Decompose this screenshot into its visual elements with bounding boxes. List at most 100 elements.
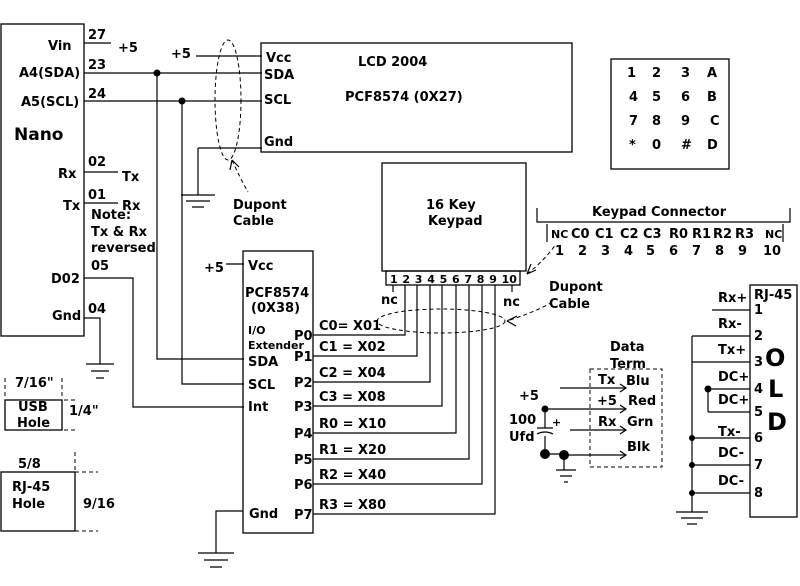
extender-pin-vcc: Vcc: [248, 259, 273, 274]
extender-port-p3: P3: [294, 400, 313, 415]
keypad-connector-signal: NC: [765, 228, 782, 241]
rj45-pin-signal: DC+: [718, 393, 749, 408]
nano-pin-rx-label: Rx: [58, 167, 77, 182]
keypad-pin-8: 8: [477, 273, 485, 286]
lcd-chip-label: PCF8574 (0X27): [345, 90, 463, 105]
rj45-hole-width: 5/8: [18, 457, 41, 472]
rj45-node-8: [689, 490, 695, 496]
keypad-key: 6: [681, 90, 690, 105]
rj45-pin-signal: Tx-: [718, 425, 741, 440]
dupont-top-line1: Dupont: [233, 198, 287, 213]
data-term-plus5: +5: [519, 389, 539, 404]
keypad-pin-1: 1: [390, 273, 398, 286]
i2c-wiring: +5: [84, 47, 262, 408]
keypad-key: 3: [681, 66, 690, 81]
rj45-hole-height: 9/16: [83, 497, 115, 512]
rj45-hole-dimension: [74, 452, 98, 532]
nano-pin-d02-label: D02: [51, 272, 80, 287]
nano-pin-24-num: 24: [88, 87, 106, 102]
extender-title-line1: PCF8574: [245, 286, 309, 301]
extender-gnd-wire: [215, 510, 243, 553]
dupont-top-leader: [231, 159, 249, 193]
rj45-pins: 1Rx+2Rx-3Tx+4DC+5DC+6Tx-7DC-8DC-: [692, 291, 763, 501]
keypad-key: 5: [652, 90, 661, 105]
extender-signal: C1 = X02: [319, 340, 386, 355]
rj45-pin-number: 7: [754, 458, 763, 473]
data-term-color-grn: Grn: [627, 415, 653, 430]
extender-pin-sda: SDA: [248, 355, 278, 370]
nano-pin-01-num: 01: [88, 188, 106, 203]
nano-pin-gnd-label: Gnd: [52, 309, 81, 324]
nano-gnd-wire: [84, 317, 101, 364]
extender-signal: R0 = X10: [319, 417, 386, 432]
rj45-pin-signal: Tx+: [718, 343, 746, 358]
extender-port-wire: [313, 285, 457, 434]
keypad-connector-number: 3: [601, 244, 610, 259]
nano-pin-vin-label: Vin: [48, 39, 72, 54]
rj45-pin-number: 8: [754, 486, 763, 501]
keypad-key: *: [629, 138, 636, 153]
nano-pin-02-num: 02: [88, 155, 106, 170]
nano-note-line1: Note:: [91, 208, 131, 223]
rj45-pin-number: 2: [754, 329, 763, 344]
nano-pin-sda-label: A4(SDA): [19, 66, 80, 81]
keypad-connector-title: Keypad Connector: [592, 205, 727, 220]
extender-ground-symbol: [198, 552, 234, 568]
extender-io-line1: I/O: [248, 324, 265, 337]
extender-port-wire: [313, 285, 406, 336]
keypad-key: 1: [627, 66, 636, 81]
rj45-letter-o: O: [765, 344, 785, 372]
keypad-connector-signal: C1: [595, 227, 614, 242]
keypad-connector-signal: R0: [669, 227, 688, 242]
data-term-sig-plus5: +5: [597, 394, 617, 409]
keypad-key: B: [707, 90, 717, 105]
keypad-pin-6: 6: [452, 273, 460, 286]
rj45-hole-outline: [0, 471, 76, 532]
extender-port-wire: [313, 285, 418, 357]
extender-port-p2: P2: [294, 376, 313, 391]
extender-port-p4: P4: [294, 427, 313, 442]
rj45-pin-number: 6: [754, 431, 763, 446]
keypad-connector-number: 5: [646, 244, 655, 259]
int-wire: [84, 277, 244, 408]
keypad-connector-signal: R2: [713, 227, 732, 242]
keypad-connector-bracket: [536, 208, 791, 223]
dupont-mid-leader: [509, 301, 553, 321]
rj45-pin-signal: DC-: [718, 446, 744, 461]
rj45-ground-bus: [676, 336, 708, 525]
dupont-top-arrow: [229, 159, 240, 171]
data-term-cap-value: 100: [509, 413, 536, 428]
rj45-pin-signal: DC+: [718, 370, 749, 385]
keypad-pin-9: 9: [489, 273, 497, 286]
extender-port-wire: [313, 285, 470, 460]
keypad-pin-5: 5: [440, 273, 448, 286]
rj45-pin-signal: Rx-: [718, 317, 742, 332]
keypad-pin-header: [385, 270, 521, 286]
data-term-sig-rx: Rx: [598, 415, 617, 430]
nano-board: Nano Vin A4(SDA) A5(SCL) Rx Tx D02 Gnd 2…: [0, 23, 156, 337]
rj45-dc-plus-node: [704, 385, 712, 393]
extender-signal: C3 = X08: [319, 390, 386, 405]
usb-hole-width: 7/16": [15, 376, 54, 391]
keypad-connector-number: 6: [669, 244, 678, 259]
keypad-connector-signal: C0: [571, 227, 590, 242]
keypad-connector-signal: R3: [735, 227, 754, 242]
extender-port-p5: P5: [294, 453, 313, 468]
lcd-module: Vcc SDA SCL Gnd LCD 2004 PCF8574 (0X27): [260, 42, 573, 153]
lcd-pin-gnd: Gnd: [264, 135, 293, 150]
extender-io-line2: Extender: [248, 339, 304, 352]
keypad-key: 0: [652, 138, 661, 153]
rj45-pin-number: 1: [754, 303, 763, 318]
data-term-outline: [589, 368, 663, 468]
extender-outline: [242, 250, 314, 534]
nano-ground-symbol: [86, 363, 114, 379]
usb-hole: 7/16" USB Hole 1/4": [4, 376, 99, 431]
keypad-key: 9: [681, 114, 690, 129]
extender-signal: R1 = X20: [319, 443, 386, 458]
